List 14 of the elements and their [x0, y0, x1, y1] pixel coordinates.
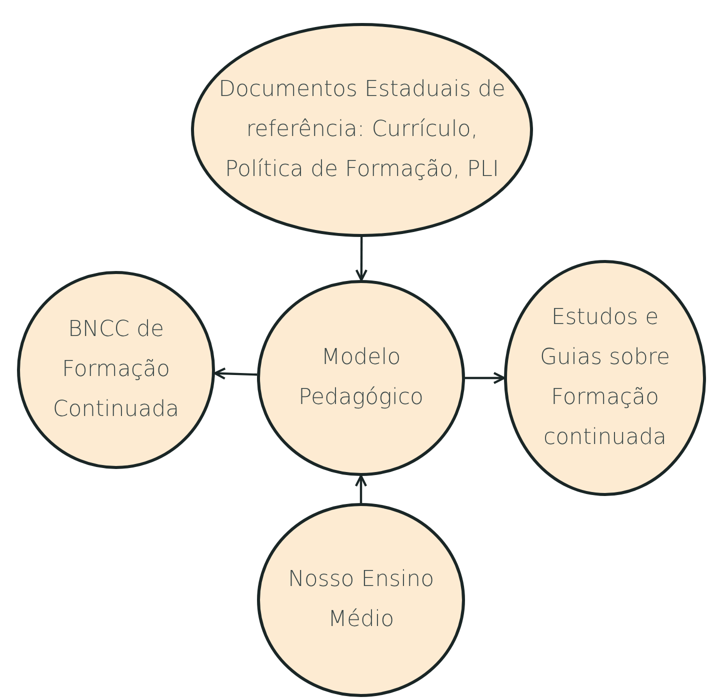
- ellipse-node: [17, 271, 215, 469]
- ellipse-node: [191, 23, 533, 237]
- arrow: [355, 237, 368, 282]
- ellipse-node: [257, 280, 465, 476]
- arrow: [354, 474, 368, 503]
- node-label: BNCC de Formação Continuada: [52, 316, 180, 424]
- arrow: [465, 372, 506, 384]
- node-label: Nosso Ensino Médio: [286, 566, 436, 634]
- node-label: Estudos e Guias sobre Formação continuada: [538, 304, 672, 452]
- node-label: Modelo Pedagógico: [298, 344, 424, 412]
- arrow: [214, 367, 258, 380]
- node-label: Documentos Estaduais de referência: Currículo, Política de Formação, PLI: [218, 76, 506, 184]
- ellipse-node: [504, 260, 706, 496]
- ellipse-node: [257, 503, 465, 697]
